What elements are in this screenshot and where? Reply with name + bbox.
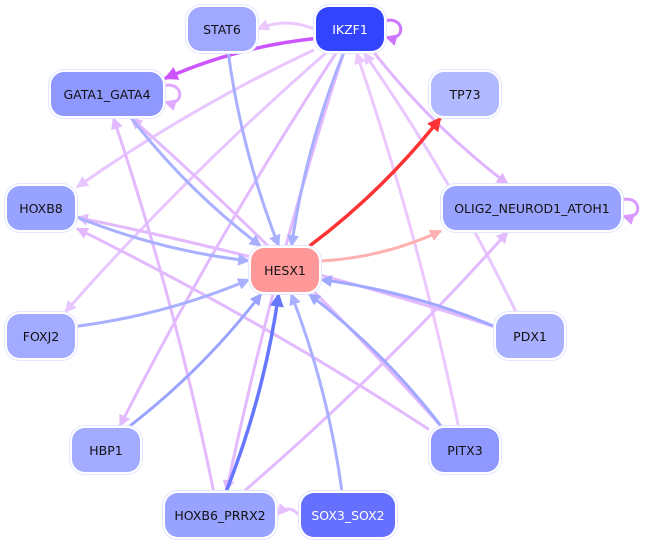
edge-olig2_neurod1_atoh1-to-olig2_neurod1_atoh1 — [620, 197, 640, 225]
node-stat6[interactable]: STAT6 — [188, 7, 256, 51]
edge-hoxb6_prrx2-to-hesx1 — [224, 292, 284, 492]
node-label: FOXJ2 — [22, 328, 60, 344]
node-hesx1[interactable]: HESX1 — [251, 248, 319, 292]
edge-sox3_sox2-to-hoxb6_prrx2 — [275, 502, 301, 517]
node-label: HOXB6_PRRX2 — [174, 507, 266, 523]
edge-hesx1-to-tp73 — [308, 116, 442, 248]
edge-pdx1-to-ikzf1 — [362, 52, 518, 313]
edge-ikzf1-to-hesx1 — [287, 52, 345, 248]
node-label: HBP1 — [89, 442, 123, 458]
edge-gata1_gata4-to-hesx1 — [130, 117, 262, 248]
node-hbp1[interactable]: HBP1 — [72, 428, 140, 472]
edge-pitx3-to-ikzf1 — [354, 51, 460, 427]
node-sox3-sox2[interactable]: SOX3_SOX2 — [301, 493, 395, 537]
node-label: GATA1_GATA4 — [63, 86, 151, 102]
node-ikzf1[interactable]: IKZF1 — [316, 7, 384, 51]
edge-ikzf1-to-hoxb8 — [76, 48, 315, 189]
edge-sox3_sox2-to-hesx1 — [289, 292, 344, 492]
node-olig2-neurod1-atoh1[interactable]: OLIG2_NEUROD1_ATOH1 — [443, 186, 621, 230]
edge-ikzf1-to-foxj2 — [64, 51, 327, 313]
node-label: PDX1 — [513, 328, 547, 344]
edge-pitx3-to-hoxb8 — [75, 227, 430, 431]
edge-ikzf1-to-gata1_gata4 — [163, 36, 315, 81]
node-tp73[interactable]: TP73 — [431, 72, 499, 116]
node-pitx3[interactable]: PITX3 — [431, 428, 499, 472]
node-label: PITX3 — [447, 442, 483, 458]
edge-ikzf1-to-hbp1 — [118, 52, 338, 428]
edge-hbp1-to-hesx1 — [128, 293, 263, 428]
edge-stat6-to-hesx1 — [226, 52, 281, 248]
node-hoxb6-prrx2[interactable]: HOXB6_PRRX2 — [165, 493, 275, 537]
edge-pdx1-to-hesx1 — [319, 275, 495, 328]
node-label: TP73 — [449, 86, 481, 102]
node-label: OLIG2_NEUROD1_ATOH1 — [454, 200, 610, 216]
node-label: HOXB8 — [19, 200, 63, 216]
edge-hesx1-to-olig2_neurod1_atoh1 — [320, 229, 443, 263]
node-pdx1[interactable]: PDX1 — [496, 314, 564, 358]
node-label: STAT6 — [203, 21, 241, 37]
node-label: HESX1 — [264, 262, 306, 278]
edge-hoxb8-to-hesx1 — [76, 215, 251, 266]
node-foxj2[interactable]: FOXJ2 — [7, 314, 75, 358]
node-gata1-gata4[interactable]: GATA1_GATA4 — [51, 72, 163, 116]
node-label: IKZF1 — [332, 21, 368, 37]
edge-ikzf1-to-ikzf1 — [383, 18, 403, 46]
node-hoxb8[interactable]: HOXB8 — [7, 186, 75, 230]
edge-pitx3-to-hesx1 — [308, 292, 443, 427]
edge-foxj2-to-hesx1 — [76, 278, 251, 328]
edge-ikzf1-to-stat6 — [256, 19, 315, 31]
edge-gata1_gata4-to-gata1_gata4 — [162, 83, 182, 111]
node-label: SOX3_SOX2 — [311, 507, 385, 523]
edge-hoxb6_prrx2-to-olig2_neurod1_atoh1 — [243, 231, 509, 493]
edge-hoxb6_prrx2-to-gata1_gata4 — [111, 116, 216, 492]
